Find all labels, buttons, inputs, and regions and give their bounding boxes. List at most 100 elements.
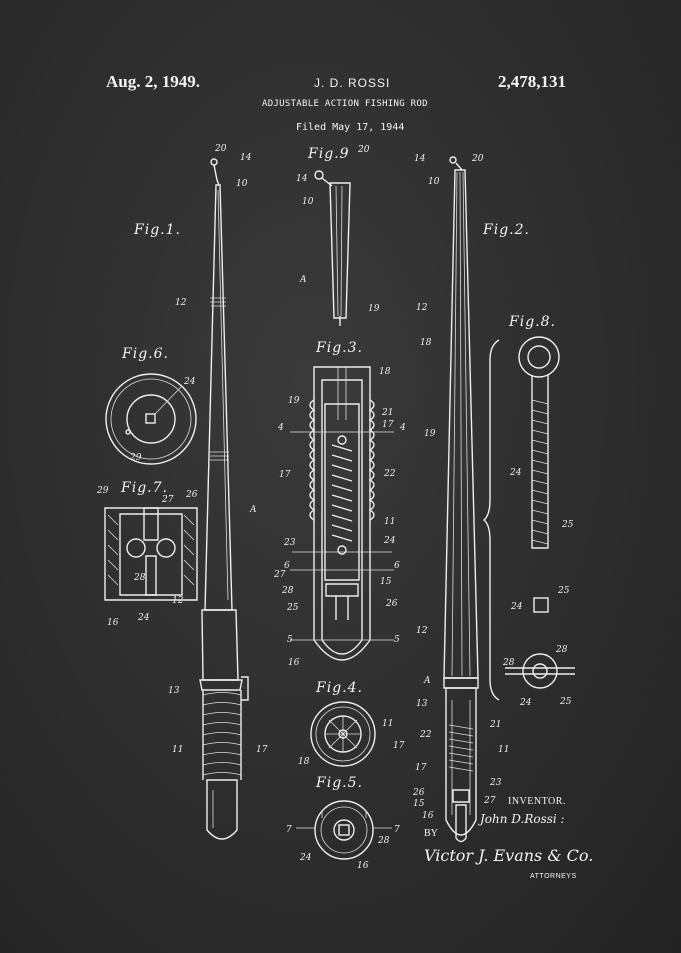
callout-24g: 24	[519, 698, 532, 708]
callout-19c: 19	[288, 396, 300, 406]
fig4-label: Fig.4.	[316, 680, 363, 696]
callout-10: 10	[236, 179, 248, 189]
callout-27: 27	[483, 796, 496, 806]
callout-27c: 27	[161, 495, 174, 505]
callout-5b: 5	[394, 635, 400, 645]
callout-17d: 17	[279, 470, 291, 480]
callout-24c: 24	[137, 613, 150, 623]
callout-25c: 25	[557, 586, 570, 596]
fig2-label: Fig.2.	[483, 222, 530, 238]
callout-24: 24	[383, 536, 396, 546]
callout-26b: 26	[385, 599, 398, 609]
callout-20c: 20	[471, 154, 484, 164]
callout-17c: 17	[382, 420, 394, 430]
callout-18c: 18	[298, 757, 310, 767]
callout-17b: 17	[415, 763, 427, 773]
callout-6b: 6	[394, 561, 400, 571]
fig8-label: Fig.8.	[509, 314, 556, 330]
callout-25b: 25	[561, 520, 574, 530]
fig6-section-drawing	[105, 373, 197, 465]
callout-28b: 28	[133, 573, 146, 583]
callout-13b: 13	[416, 699, 428, 709]
callout-19: 19	[368, 304, 380, 314]
filed-date: Filed May 17, 1944	[296, 122, 405, 133]
callout-17: 17	[256, 745, 268, 755]
callout-12b: 12	[172, 596, 184, 606]
callout-20: 20	[214, 144, 227, 154]
callout-5a: 5	[287, 635, 293, 645]
callout-19b: 19	[424, 429, 436, 439]
callout-7b: 7	[394, 825, 400, 835]
callout-24f: 24	[510, 602, 523, 612]
callout-14b: 14	[296, 174, 308, 184]
callout-6a: 6	[284, 561, 290, 571]
callout-21b: 21	[381, 408, 393, 418]
patent-title: ADJUSTABLE ACTION FISHING ROD	[262, 99, 428, 109]
callout-21: 21	[489, 720, 501, 730]
callout-14: 14	[240, 153, 252, 163]
callout-15: 15	[413, 799, 425, 809]
fig8-eye-bolt-drawing	[482, 336, 575, 701]
callout-4b: 4	[399, 423, 406, 433]
patent-date: Aug. 2, 1949.	[106, 72, 200, 91]
attorney-signature: Victor J. Evans & Co.	[424, 846, 594, 865]
callout-16c: 16	[107, 618, 119, 628]
callout-23: 23	[489, 778, 502, 788]
callout-12d: 12	[416, 626, 428, 636]
callout-10c: 10	[428, 177, 440, 187]
fig9-label: Fig.9	[308, 146, 350, 162]
fig7-label: Fig.7.	[121, 480, 168, 496]
callout-18b: 18	[379, 367, 391, 377]
callout-29b: 29	[96, 486, 109, 496]
callout-25: 25	[286, 603, 299, 613]
callout-28e: 28	[555, 645, 568, 655]
callout-16b: 16	[288, 658, 300, 668]
callout-a2: A	[423, 676, 431, 686]
callout-23b: 23	[283, 538, 296, 548]
fig5-section-drawing	[296, 800, 392, 860]
fig7-section-drawing	[104, 507, 198, 601]
callout-14c: 14	[414, 154, 426, 164]
callout-28c: 28	[377, 836, 390, 846]
callout-7a: 7	[286, 825, 292, 835]
fig3-label: Fig.3.	[316, 340, 363, 356]
fig9-tip-drawing	[314, 170, 351, 326]
callout-12: 12	[175, 298, 187, 308]
callout-16d: 16	[357, 861, 369, 871]
callout-17e: 17	[393, 741, 405, 751]
callout-22: 22	[419, 730, 432, 740]
callout-11c: 11	[384, 517, 395, 527]
inventor-name-header: J. D. ROSSI	[314, 76, 391, 90]
attorneys-label: ATTORNEYS	[530, 873, 577, 880]
callout-24b: 24	[183, 377, 196, 387]
callout-a-fig9: A	[299, 275, 307, 285]
fig5-label: Fig.5.	[316, 775, 363, 791]
fig1-label: Fig.1.	[134, 222, 181, 238]
callout-28: 28	[281, 586, 294, 596]
callout-11d: 11	[382, 719, 393, 729]
callout-16: 16	[422, 811, 434, 821]
patent-number: 2,478,131	[498, 72, 566, 91]
callout-27b: 27	[273, 570, 286, 580]
callout-26: 26	[412, 788, 425, 798]
fig4-section-drawing	[310, 701, 376, 767]
callout-22b: 22	[383, 469, 396, 479]
callout-26c: 26	[185, 490, 198, 500]
inventor-signature: John D.Rossi :	[480, 812, 565, 826]
callout-18: 18	[420, 338, 432, 348]
fig1-rod-drawing	[199, 158, 249, 840]
callout-12c: 12	[416, 303, 428, 313]
callout-4a: 4	[277, 423, 284, 433]
callout-11b: 11	[498, 745, 509, 755]
fig2-rod-drawing	[443, 156, 479, 843]
callout-24d: 24	[299, 853, 312, 863]
by-label: BY	[424, 828, 438, 839]
fig6-label: Fig.6.	[122, 346, 169, 362]
inventor-label: INVENTOR.	[508, 796, 566, 807]
callout-15b: 15	[380, 577, 392, 587]
callout-10b: 10	[302, 197, 314, 207]
callout-20b: 20	[357, 145, 370, 155]
callout-11: 11	[172, 745, 183, 755]
